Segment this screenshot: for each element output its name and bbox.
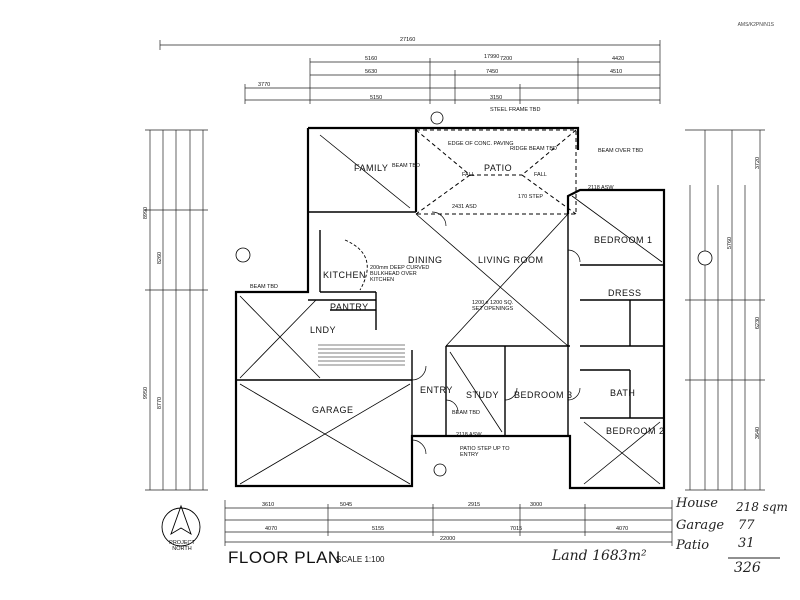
area-house-value: 218 sqm: [736, 500, 788, 514]
north-arrow: [161, 504, 201, 547]
room-family: FAMILY: [354, 163, 389, 173]
dim-bottom-7: 7015: [510, 526, 523, 532]
side-dimension-lines: [145, 129, 765, 491]
note-fall-1: FALL: [462, 172, 475, 178]
section-markers: [235, 111, 713, 477]
dim-top-8: 4510: [610, 69, 623, 75]
dim-top-9: 3770: [258, 82, 271, 88]
room-bedroom-2: BEDROOM 2: [606, 426, 665, 436]
drawing-scale: SCALE 1:100: [336, 555, 385, 564]
dim-top-2: 17990: [484, 54, 500, 60]
note-beam-entry: BEAM TBD: [452, 410, 481, 416]
room-patio: PATIO: [484, 163, 513, 173]
note-step: 170 STEP: [518, 194, 544, 200]
note-sq-openings: 1200 x 1200 SQ. SET OPENINGS: [472, 300, 514, 312]
note-beam-garage: BEAM TBD: [250, 284, 279, 290]
note-beam-over: BEAM OVER TBD: [598, 148, 644, 154]
room-living: LIVING ROOM: [478, 255, 544, 265]
room-pantry: PANTRY: [330, 302, 369, 312]
area-total: 326: [734, 560, 761, 576]
note-ridge-beam: RIDGE BEAM TBD: [510, 146, 557, 152]
dim-right-3: 6230: [755, 316, 762, 330]
dim-left-3: 9950: [143, 386, 150, 400]
note-edge-conc: EDGE OF CONC. PAVING: [448, 141, 514, 147]
dim-top-overall: 27160: [400, 37, 416, 43]
dim-right-2: 5760: [727, 236, 734, 250]
ceiling-lines: [239, 134, 663, 485]
note-patio-step: PATIO STEP UP TO ENTRY: [460, 446, 510, 458]
door-swings: [411, 211, 581, 455]
dim-bottom-overall: 22000: [440, 536, 456, 542]
dim-top-11: 3150: [490, 95, 503, 101]
note-bulkhead: 200mm DEEP CURVED BULKHEAD OVER KITCHEN: [370, 265, 430, 283]
dim-top-10: 5150: [370, 95, 383, 101]
room-lndy: LNDY: [310, 325, 337, 335]
area-patio-label: Patio: [676, 538, 710, 553]
note-asd: 2431 ASD: [452, 204, 477, 210]
note-asw-2: 2118 ASW: [588, 185, 614, 191]
kitchen-bulkhead: [344, 239, 368, 291]
north-label: PROJECT NORTH: [169, 540, 195, 552]
area-patio-value: 31: [738, 536, 755, 551]
note-steel-frame: STEEL FRAME TBD: [490, 107, 541, 113]
dim-bottom-4: 3000: [530, 502, 543, 508]
dim-top-6: 5630: [365, 69, 378, 75]
drawing-title: FLOOR PLAN: [228, 548, 341, 567]
dim-right-4: 3640: [755, 426, 762, 440]
dim-right-1: 3720: [755, 156, 762, 170]
drawing-reference: AMS/K2PN/N1S: [737, 22, 774, 28]
room-bath: BATH: [610, 388, 636, 398]
room-dining: DINING: [408, 255, 443, 265]
note-beam-family: BEAM TBD: [392, 163, 421, 169]
laundry-steps: [318, 344, 405, 366]
room-kitchen: KITCHEN: [323, 270, 367, 280]
dim-bottom-6: 5155: [372, 526, 385, 532]
room-bedroom-1: BEDROOM 1: [594, 235, 653, 245]
room-dress: DRESS: [608, 288, 642, 298]
dim-bottom-3: 2915: [468, 502, 481, 508]
room-entry: ENTRY: [420, 385, 453, 395]
dim-top-4: 7200: [500, 56, 513, 62]
area-garage-label: Garage: [676, 518, 725, 533]
dim-top-3: 5160: [365, 56, 378, 62]
dim-bottom-2: 5045: [340, 502, 353, 508]
dim-top-5: 4420: [612, 56, 625, 62]
area-house-label: House: [676, 496, 718, 511]
dim-left-4: 8770: [157, 396, 164, 410]
patio-outline: [415, 129, 577, 215]
note-asw-1: 2118 ASW: [456, 432, 482, 438]
room-bedroom-3: BEDROOM 3: [514, 390, 573, 400]
dim-left-1: 8990: [143, 206, 150, 220]
room-study: STUDY: [466, 390, 500, 400]
dim-bottom-8: 4070: [616, 526, 629, 532]
top-dimension-lines: [159, 40, 661, 104]
land-area-note: Land 1683m²: [552, 548, 647, 564]
dim-left-2: 8260: [157, 251, 164, 265]
note-fall-2: FALL: [534, 172, 547, 178]
bottom-dimension-lines: [224, 500, 673, 546]
area-garage-value: 77: [738, 518, 755, 533]
interior-walls: [236, 211, 664, 436]
dim-top-7: 7450: [486, 69, 499, 75]
dim-bottom-1: 3610: [262, 502, 275, 508]
room-garage: GARAGE: [312, 405, 354, 415]
dim-bottom-5: 4070: [265, 526, 278, 532]
